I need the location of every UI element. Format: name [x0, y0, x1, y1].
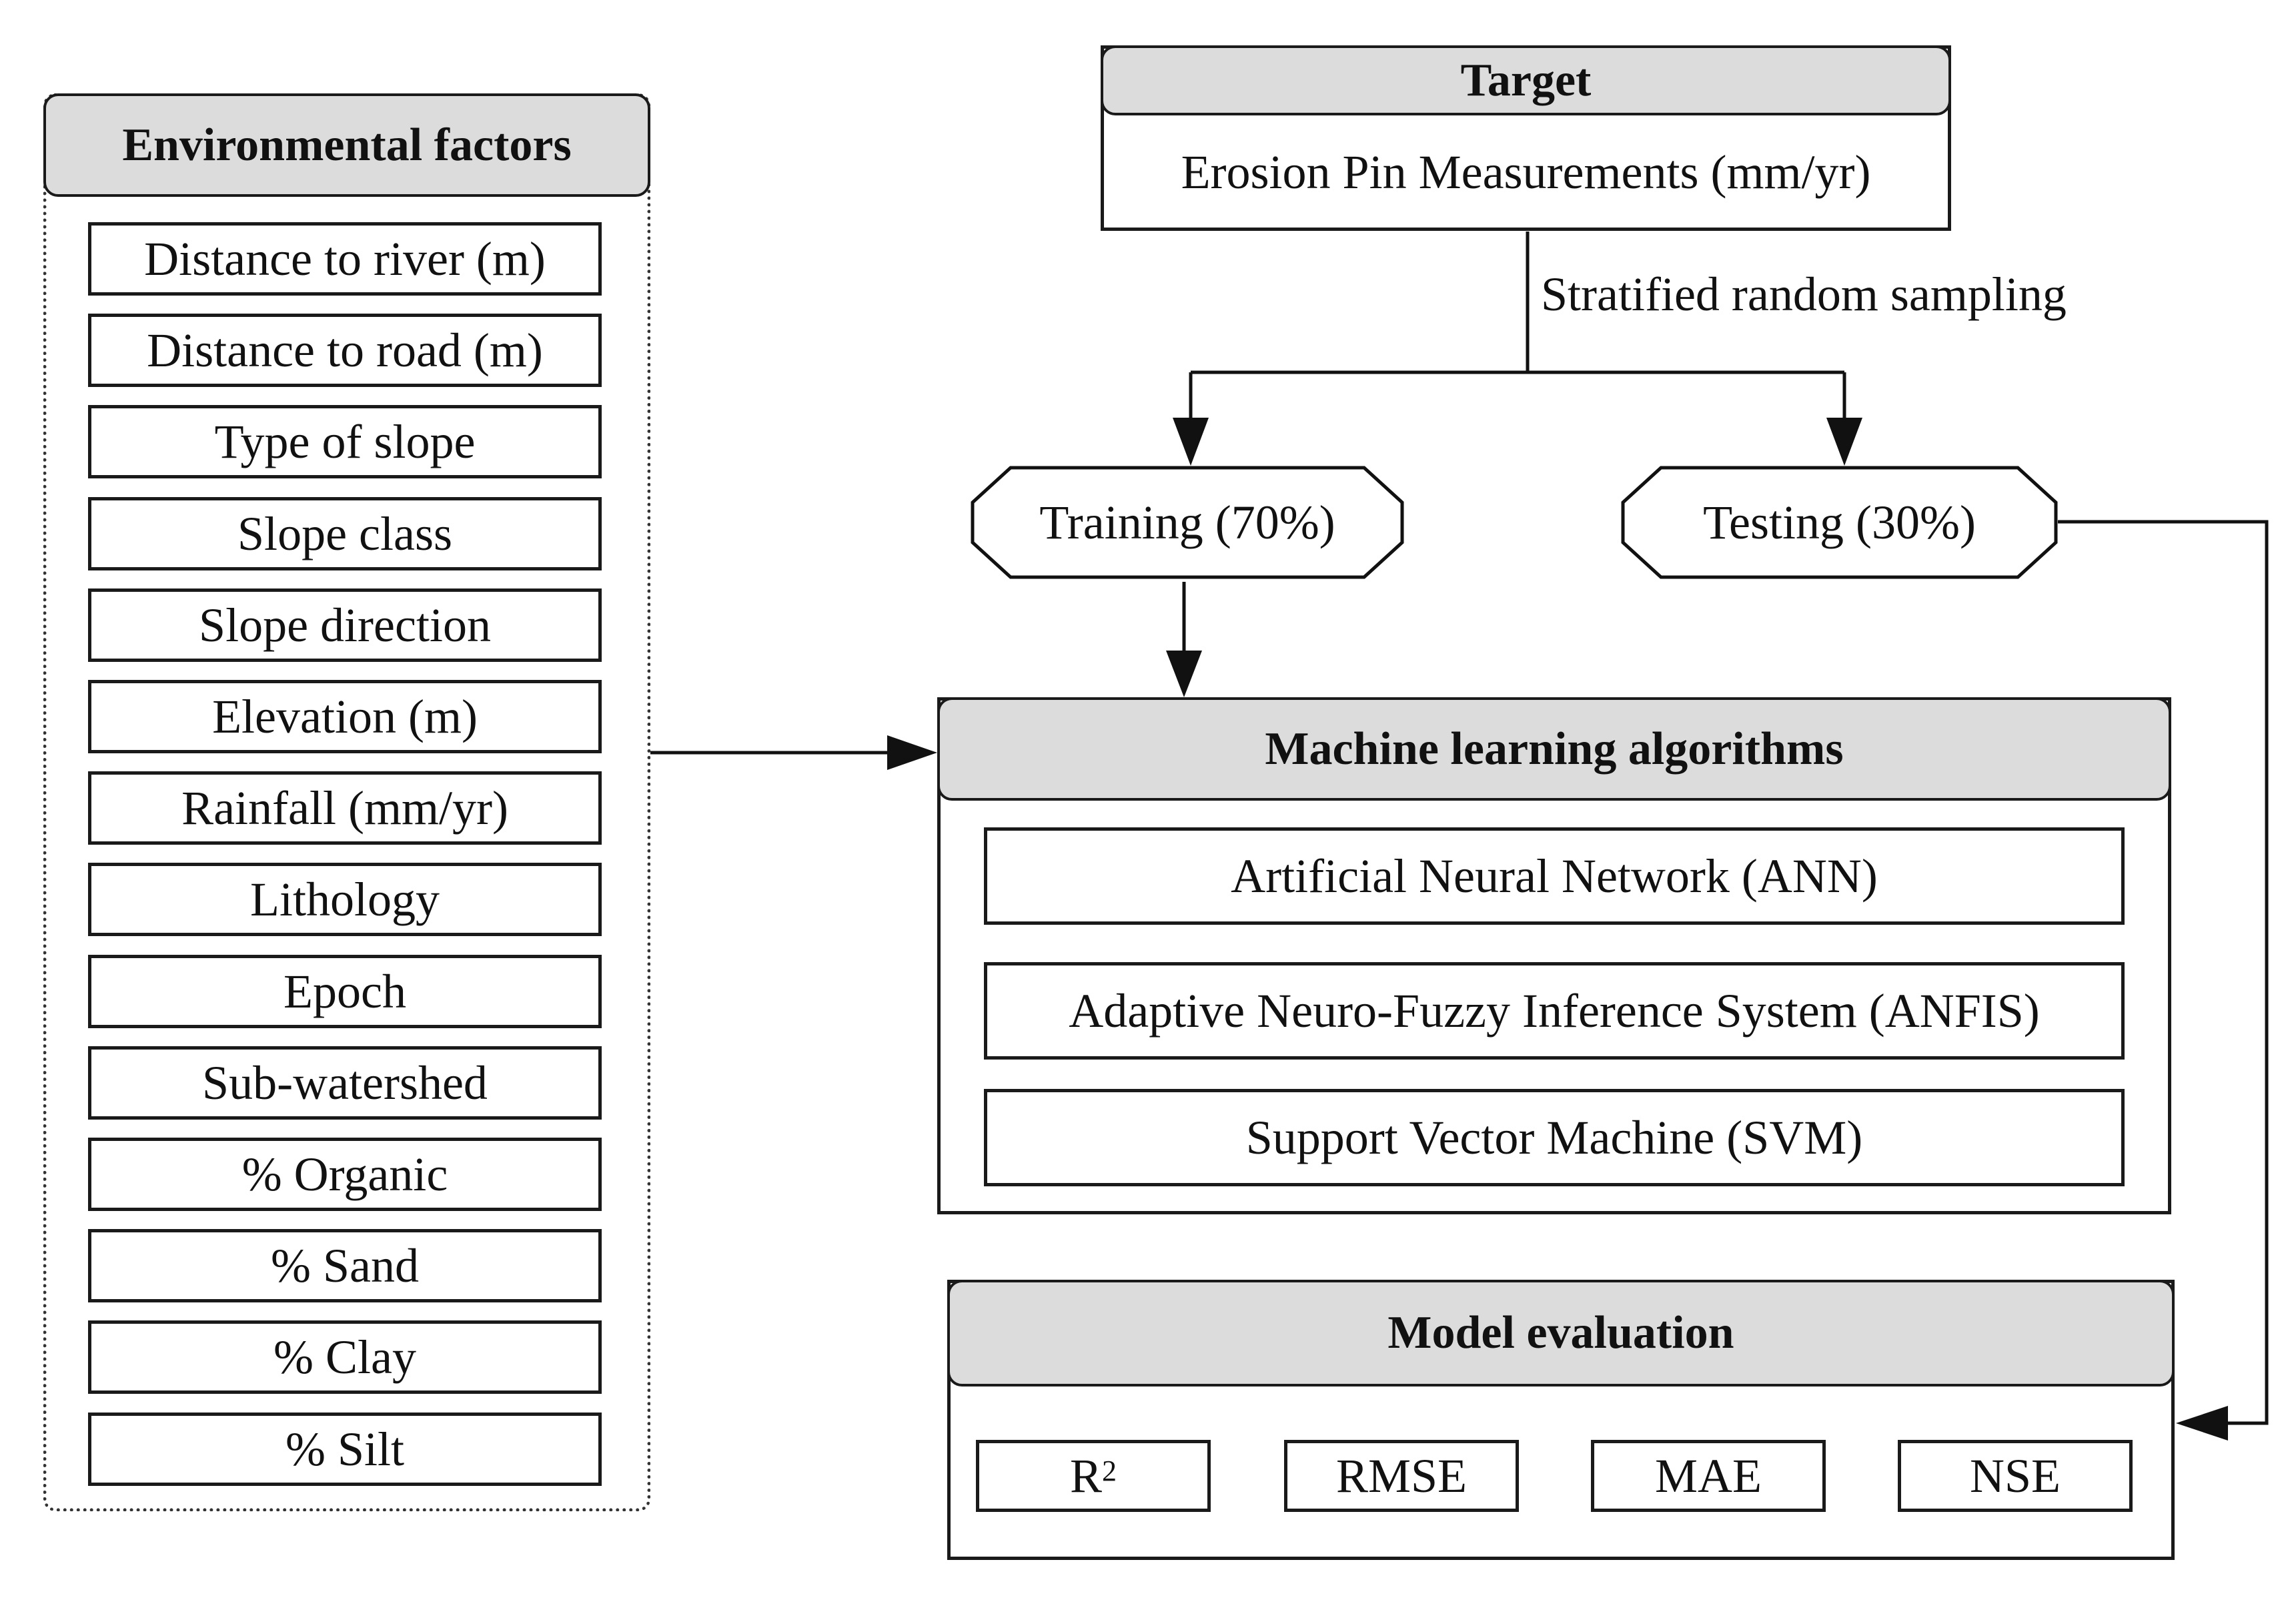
target-label: Erosion Pin Measurements (mm/yr): [1181, 145, 1871, 199]
factor-item: Epoch: [88, 955, 602, 1028]
testing-node: Testing (30%): [1621, 466, 2058, 579]
training-label: Training (70%): [1039, 495, 1335, 549]
testing-arrowhead: [1826, 418, 1862, 466]
training-octagon-shape: [971, 466, 1404, 579]
factor-item: Lithology: [88, 863, 602, 936]
factor-item: Slope direction: [88, 588, 602, 662]
factor-item: % Organic: [88, 1138, 602, 1211]
factor-item: Slope class: [88, 497, 602, 570]
training-node: Training (70%): [971, 466, 1404, 579]
testing-label: Testing (30%): [1703, 495, 1976, 549]
factor-item: Rainfall (mm/yr): [88, 771, 602, 845]
ml-left-arrowhead: [887, 735, 937, 770]
metric-r2-superscript: 2: [1102, 1454, 1117, 1487]
testing-octagon-shape: [1621, 466, 2058, 579]
algorithm-item: Support Vector Machine (SVM): [984, 1089, 2125, 1186]
algorithm-item: Adaptive Neuro-Fuzzy Inference System (A…: [984, 962, 2125, 1060]
factor-item: Distance to river (m): [88, 222, 602, 296]
algorithm-item: Artificial Neural Network (ANN): [984, 827, 2125, 925]
factor-item: % Silt: [88, 1413, 602, 1486]
metric-box: NSE: [1898, 1440, 2133, 1512]
ml-header: Machine learning algorithms: [937, 697, 2171, 801]
metric-box: MAE: [1591, 1440, 1826, 1512]
factor-item: Type of slope: [88, 405, 602, 478]
metric-r2-base: R: [1069, 1449, 1103, 1503]
evaluation-right-arrowhead: [2176, 1406, 2228, 1441]
evaluation-header: Model evaluation: [947, 1280, 2175, 1386]
target-header: Target: [1101, 45, 1951, 115]
factor-item: % Sand: [88, 1229, 602, 1302]
metric-box: RMSE: [1284, 1440, 1519, 1512]
factor-item: Elevation (m): [88, 680, 602, 753]
sampling-label: Stratified random sampling: [1541, 268, 2067, 321]
factor-item: Distance to road (m): [88, 314, 602, 387]
ml-top-arrowhead: [1166, 651, 1202, 697]
environmental-factors-header: Environmental factors: [43, 93, 650, 197]
factor-item: Sub-watershed: [88, 1046, 602, 1120]
factor-item: % Clay: [88, 1320, 602, 1394]
training-arrowhead: [1173, 418, 1209, 466]
